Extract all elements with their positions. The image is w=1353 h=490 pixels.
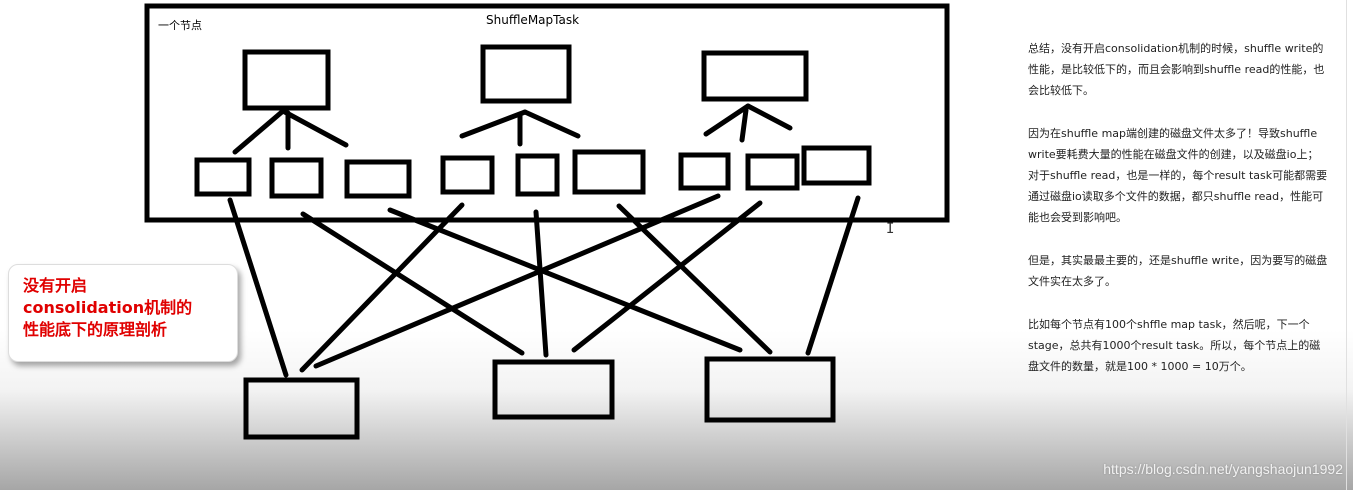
notes-paragraph-1: 总结，没有开启consolidation机制的时候，shuffle write的… xyxy=(1028,42,1325,97)
fetch-line xyxy=(313,193,721,369)
notes-paragraph-2: 因为在shuffle map端创建的磁盘文件太多了！导致shuffle writ… xyxy=(1028,127,1328,224)
task1-branch-line xyxy=(280,108,349,148)
map-task-box-1 xyxy=(242,49,331,111)
shuffle-file-box xyxy=(745,153,800,191)
notes-paragraph-4: 比如每个节点有100个shffle map task，然后呢，下一个stage，… xyxy=(1028,318,1321,373)
task3-branch-line xyxy=(739,107,749,143)
task3-branch-line xyxy=(703,103,751,137)
task2-branch-line xyxy=(522,109,581,139)
task1-branch-line xyxy=(232,108,286,155)
node-label: 一个节点 xyxy=(158,19,202,32)
task-title: ShuffleMapTask xyxy=(486,13,580,27)
scrollbar-track[interactable] xyxy=(1346,0,1347,490)
shuffle-file-box xyxy=(515,153,560,197)
map-task-box-3 xyxy=(701,50,809,102)
fetch-line xyxy=(805,195,861,356)
fetch-line xyxy=(387,207,743,353)
map-task-box-2 xyxy=(480,44,572,104)
watermark: https://blog.csdn.net/yangshaojun1992 xyxy=(1103,461,1343,477)
callout-box: 没有开启 consolidation机制的 性能底下的原理剖析 xyxy=(8,264,238,362)
fetch-line xyxy=(299,202,465,373)
result-task-box-1 xyxy=(243,377,360,440)
fetch-line xyxy=(616,203,773,355)
fetch-line xyxy=(300,211,525,356)
notes-paragraph-3: 但是，其实最最主要的，还是shuffle write，因为要写的磁盘文件实在太多… xyxy=(1028,254,1328,288)
result-task-box-3 xyxy=(704,356,836,423)
shuffle-file-box xyxy=(344,159,412,199)
result-task-box-2 xyxy=(492,359,615,420)
shuffle-file-box xyxy=(194,157,252,197)
task3-branch-line xyxy=(745,103,793,131)
fetch-line xyxy=(571,200,763,353)
shuffle-file-box xyxy=(678,152,731,191)
callout-text: 没有开启 consolidation机制的 性能底下的原理剖析 xyxy=(23,276,193,339)
shuffle-file-box xyxy=(572,149,646,195)
node-container-box xyxy=(144,3,950,223)
shuffle-file-box xyxy=(269,157,324,199)
shuffle-file-box xyxy=(440,155,495,195)
task2-branch-line xyxy=(459,109,528,139)
fetch-line xyxy=(227,197,289,378)
fetch-line xyxy=(533,209,549,358)
shuffle-file-box xyxy=(801,145,872,186)
notes-panel: 总结，没有开启consolidation机制的时候，shuffle write的… xyxy=(1028,38,1328,399)
text-cursor-icon: I xyxy=(886,221,895,237)
